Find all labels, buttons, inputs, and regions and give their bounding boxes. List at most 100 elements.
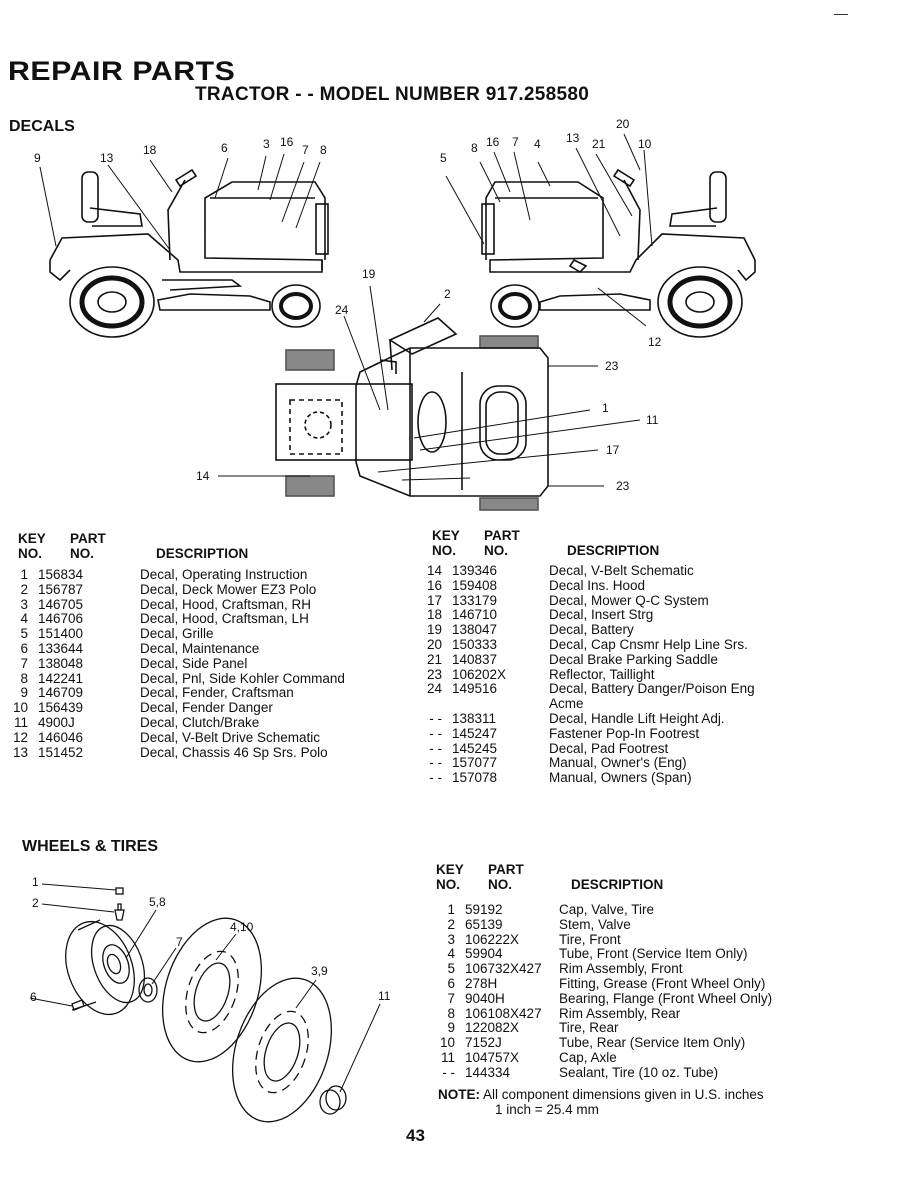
part-number-cell: 138311 (452, 710, 497, 726)
note-line2: 1 inch = 25.4 mm (495, 1102, 599, 1117)
callout-7: 7 (512, 135, 519, 149)
callout-2: 2 (444, 287, 451, 301)
key-cell: 1 (20, 567, 28, 582)
key-cell: 4 (447, 946, 455, 962)
callout-3-9: 3,9 (311, 964, 328, 978)
key-cell: - - (429, 725, 442, 741)
model-title: TRACTOR - - MODEL NUMBER 917.258580 (195, 84, 590, 105)
key-cell: 8 (447, 1005, 455, 1021)
description-cell: Decal, V-Belt Drive Schematic (140, 729, 321, 745)
part-number-cell: 151400 (38, 626, 84, 642)
description-cell: Tire, Front (559, 931, 621, 947)
callout-3: 3 (263, 137, 270, 151)
description-cell: Decal, Battery Danger/Poison Eng (549, 681, 755, 697)
callout-17: 17 (606, 443, 620, 457)
key-cell: 9 (447, 1020, 455, 1036)
description-cell: Decal, Battery (549, 622, 634, 638)
callout-6: 6 (30, 990, 37, 1004)
key-cell: 5 (447, 961, 455, 977)
part-number-cell: 7152J (465, 1035, 502, 1051)
callout-4-10: 4,10 (230, 920, 254, 934)
callout-16: 16 (280, 135, 294, 149)
description-cell: Manual, Owner's (Eng) (549, 755, 687, 771)
description-cell: Tube, Rear (Service Item Only) (559, 1035, 746, 1051)
page-title: REPAIR PARTS (8, 56, 236, 86)
description-cell: Decal, Insert Strg (549, 607, 654, 623)
key-cell: 7 (447, 990, 455, 1006)
part-number-cell: 146046 (38, 729, 84, 745)
description-cell: Decal, Clutch/Brake (140, 714, 260, 730)
key-cell: 2 (20, 581, 28, 597)
key-cell: 3 (447, 931, 455, 947)
key-cell: 3 (20, 596, 28, 612)
key-cell: 11 (440, 1049, 455, 1065)
part-number-cell: 138047 (452, 622, 498, 638)
part-number-cell: 122082X (465, 1020, 520, 1036)
description-cell: Cap, Valve, Tire (559, 902, 655, 917)
callout-1: 1 (32, 875, 39, 889)
description-cell: Decal, Operating Instruction (140, 567, 308, 582)
callout-13: 13 (100, 151, 114, 165)
description-cell: Decal, Chassis 46 Sp Srs. Polo (140, 744, 328, 760)
description-cell: Cap, Axle (559, 1049, 617, 1065)
description-cell: Rim Assembly, Front (559, 961, 683, 977)
part-number-cell: 149516 (452, 681, 498, 697)
key-cell: 4 (20, 611, 28, 627)
part-number-cell: 4900J (38, 714, 75, 730)
key-cell: 17 (426, 592, 442, 608)
key-cell: 9 (20, 685, 28, 701)
key-cell: 7 (20, 655, 28, 671)
part-number-cell: 106222X (465, 931, 520, 947)
part-number-cell: 65139 (465, 916, 503, 932)
note-text: All component dimensions given in U.S. i… (483, 1087, 764, 1102)
callout-8: 8 (320, 143, 327, 157)
description-cell: Decal, V-Belt Schematic (549, 563, 694, 578)
description-cell: Decal, Grille (140, 626, 214, 642)
part-number-cell: 278H (465, 975, 498, 991)
callout-24: 24 (335, 303, 349, 317)
callout-23: 23 (605, 359, 619, 373)
description-cell: Rim Assembly, Rear (559, 1005, 681, 1021)
description-cell: Reflector, Taillight (549, 666, 655, 682)
part-number-cell: 140837 (452, 651, 498, 667)
decal-callouts: 9 13 18 6 3 16 7 8 5 8 16 7 4 13 21 20 1… (34, 117, 662, 493)
part-number-cell (452, 697, 549, 712)
description-cell: Decal, Side Panel (140, 655, 248, 671)
callout-11: 11 (378, 989, 391, 1003)
tractor-top-view (275, 317, 549, 511)
key-cell: 8 (20, 670, 28, 686)
key-cell (418, 697, 442, 712)
callout-9: 9 (34, 151, 41, 165)
part-number-cell: 145245 (452, 740, 498, 756)
callout-5: 5 (440, 151, 447, 165)
callout-12: 12 (648, 335, 662, 349)
description-cell: Decal Ins. Hood (549, 577, 646, 593)
table-row: Acme (418, 696, 755, 712)
key-cell: - - (429, 770, 442, 786)
description-cell: Decal Brake Parking Saddle (549, 651, 718, 667)
part-number-cell: 146705 (38, 596, 84, 612)
part-number-cell: 156439 (38, 700, 84, 716)
key-cell: 14 (426, 563, 442, 578)
key-cell: - - (429, 710, 442, 726)
callout-21: 21 (592, 137, 606, 151)
callout-4: 4 (534, 137, 541, 151)
callout-14: 14 (196, 469, 210, 483)
part-number-cell: 145247 (452, 725, 498, 741)
key-cell: 6 (20, 640, 28, 656)
part-number-cell: 9040H (465, 990, 505, 1006)
description-cell: Decal, Pad Footrest (549, 740, 669, 756)
